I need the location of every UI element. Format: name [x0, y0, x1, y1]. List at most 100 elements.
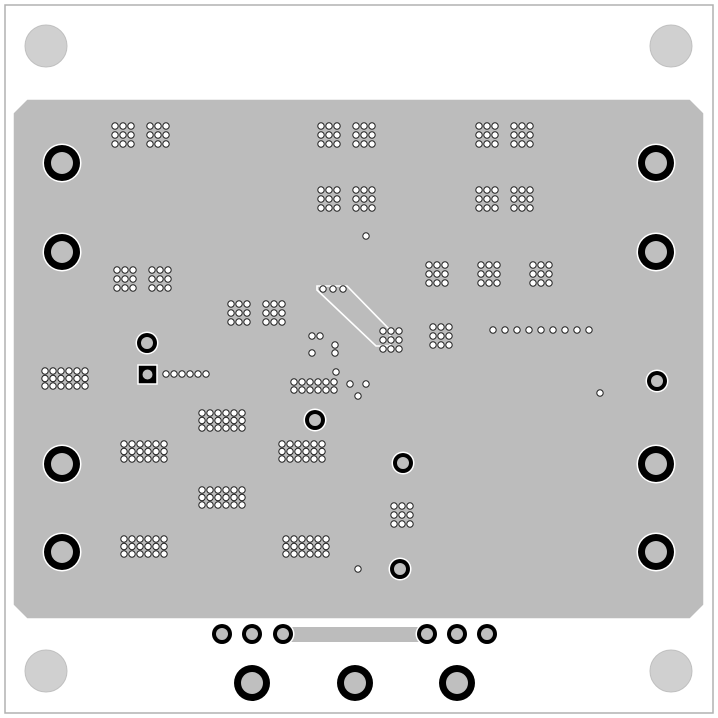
via: [128, 447, 136, 456]
via: [57, 382, 65, 390]
via: [513, 326, 521, 334]
via: [227, 300, 235, 308]
via: [491, 195, 499, 203]
via: [162, 131, 170, 139]
via: [81, 367, 89, 375]
mounting-hole: [24, 649, 68, 693]
via: [526, 140, 534, 148]
via: [475, 204, 483, 212]
via: [128, 542, 136, 551]
via: [510, 195, 518, 203]
via: [198, 493, 206, 502]
via: [318, 440, 326, 448]
pad-hole: [309, 414, 321, 426]
via: [290, 535, 298, 543]
via: [73, 367, 81, 375]
via: [537, 261, 545, 269]
via: [325, 186, 333, 194]
via: [483, 140, 491, 148]
pad-hole: [451, 628, 463, 640]
via: [178, 370, 186, 378]
via: [222, 493, 230, 502]
via: [198, 501, 206, 509]
via: [298, 550, 306, 558]
via: [398, 502, 406, 510]
via: [437, 332, 445, 340]
via: [317, 131, 325, 139]
via: [198, 486, 206, 494]
via: [545, 279, 553, 287]
via: [136, 455, 144, 463]
via: [127, 140, 135, 148]
via: [352, 131, 360, 139]
via: [144, 550, 152, 558]
via: [65, 367, 73, 375]
via: [120, 550, 128, 558]
via: [222, 416, 230, 425]
via: [146, 131, 154, 139]
via: [148, 266, 156, 274]
via: [65, 382, 73, 390]
via: [526, 195, 534, 203]
via: [390, 502, 398, 510]
via: [222, 424, 230, 432]
via: [160, 455, 168, 463]
via: [136, 542, 144, 551]
via: [406, 511, 414, 519]
via: [238, 424, 246, 432]
via: [322, 386, 330, 394]
via: [230, 486, 238, 494]
via: [243, 300, 251, 308]
via: [243, 309, 251, 317]
via: [518, 131, 526, 139]
via: [526, 131, 534, 139]
via: [368, 204, 376, 212]
mounting-hole: [24, 24, 68, 68]
via: [475, 140, 483, 148]
via: [525, 326, 533, 334]
via: [206, 409, 214, 417]
via: [526, 122, 534, 130]
via: [360, 131, 368, 139]
via: [65, 374, 73, 383]
via: [537, 270, 545, 278]
via: [368, 122, 376, 130]
via: [111, 140, 119, 148]
via: [298, 535, 306, 543]
pad-hole: [651, 375, 663, 387]
via: [425, 279, 433, 287]
via: [120, 542, 128, 551]
via: [387, 345, 395, 353]
via: [379, 345, 387, 353]
via: [286, 455, 294, 463]
via: [445, 332, 453, 340]
via: [298, 378, 306, 386]
via: [119, 140, 127, 148]
via: [518, 140, 526, 148]
via: [128, 455, 136, 463]
via: [475, 131, 483, 139]
via: [214, 424, 222, 432]
via: [491, 140, 499, 148]
via: [429, 341, 437, 349]
via: [127, 131, 135, 139]
via: [160, 440, 168, 448]
via: [387, 336, 395, 344]
via: [308, 332, 316, 340]
via: [152, 447, 160, 456]
via: [49, 382, 57, 390]
via: [526, 186, 534, 194]
via: [387, 327, 395, 335]
via: [395, 336, 403, 344]
via: [146, 122, 154, 130]
via: [222, 409, 230, 417]
via: [333, 131, 341, 139]
via: [214, 501, 222, 509]
via: [230, 493, 238, 502]
via: [121, 266, 129, 274]
via: [194, 370, 202, 378]
via: [360, 186, 368, 194]
via: [290, 378, 298, 386]
via: [230, 409, 238, 417]
